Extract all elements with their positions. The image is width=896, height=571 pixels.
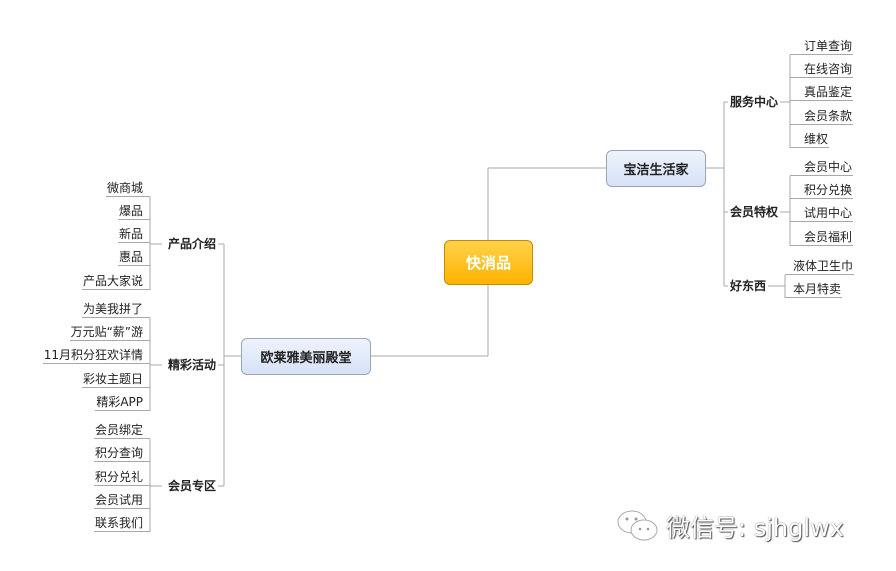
leaf-events-item[interactable]: 万元贴“薪”游 xyxy=(69,324,150,341)
branch-products[interactable]: 产品介绍 xyxy=(168,237,217,251)
leaf-events-item[interactable]: 彩妆主题日 xyxy=(81,371,150,388)
leaf-goods-item[interactable]: 液体卫生巾 xyxy=(785,258,855,275)
node-pg-label: 宝洁生活家 xyxy=(623,163,689,178)
branch-events[interactable]: 精彩活动 xyxy=(168,358,217,372)
node-loreal[interactable]: 欧莱雅美丽殿堂 xyxy=(241,338,371,375)
wechat-icon xyxy=(617,510,658,540)
leaf-products-item[interactable]: 惠品 xyxy=(117,249,150,266)
leaf-events-item[interactable]: 11月积分狂欢详情 xyxy=(42,347,150,364)
node-loreal-label: 欧莱雅美丽殿堂 xyxy=(260,351,352,366)
leaf-members-item[interactable]: 会员绑定 xyxy=(93,422,150,439)
leaf-service-item[interactable]: 订单查询 xyxy=(790,38,854,55)
leaf-service-item[interactable]: 在线咨询 xyxy=(790,61,854,78)
leaf-events-item[interactable]: 精彩APP xyxy=(95,394,150,411)
leaf-privilege-item[interactable]: 试用中心 xyxy=(790,205,854,222)
leaf-service-item[interactable]: 会员条款 xyxy=(790,108,854,125)
branch-privilege[interactable]: 会员特权 xyxy=(730,205,779,219)
leaf-goods-item[interactable]: 本月特卖 xyxy=(785,281,843,298)
leaf-products-item[interactable]: 新品 xyxy=(117,226,150,243)
watermark-text: 微信号: sjhglwx xyxy=(666,514,844,542)
root-node[interactable]: 快消品 xyxy=(444,240,533,285)
branch-goods[interactable]: 好东西 xyxy=(730,279,767,293)
leaf-members-item[interactable]: 积分兑礼 xyxy=(93,469,150,486)
leaf-events-item[interactable]: 为美我拼了 xyxy=(81,301,150,318)
leaf-privilege-item[interactable]: 积分兑换 xyxy=(790,182,854,199)
leaf-members-item[interactable]: 会员试用 xyxy=(93,492,150,509)
leaf-privilege-item[interactable]: 会员中心 xyxy=(790,159,854,176)
node-pg[interactable]: 宝洁生活家 xyxy=(606,150,706,187)
leaf-members-item[interactable]: 积分查询 xyxy=(93,445,150,462)
wechat-watermark: 微信号: sjhglwx xyxy=(616,508,844,543)
leaf-service-item[interactable]: 真品鉴定 xyxy=(790,84,854,101)
root-label: 快消品 xyxy=(465,254,511,272)
leaf-products-item[interactable]: 爆品 xyxy=(117,203,150,220)
leaf-products-item[interactable]: 微商城 xyxy=(105,180,150,197)
leaf-products-item[interactable]: 产品大家说 xyxy=(81,273,150,290)
leaf-members-item[interactable]: 联系我们 xyxy=(93,515,150,532)
branch-members[interactable]: 会员专区 xyxy=(168,479,217,493)
leaf-service-item[interactable]: 维权 xyxy=(790,131,830,148)
branch-service[interactable]: 服务中心 xyxy=(730,95,779,109)
leaf-privilege-item[interactable]: 会员福利 xyxy=(790,229,854,246)
